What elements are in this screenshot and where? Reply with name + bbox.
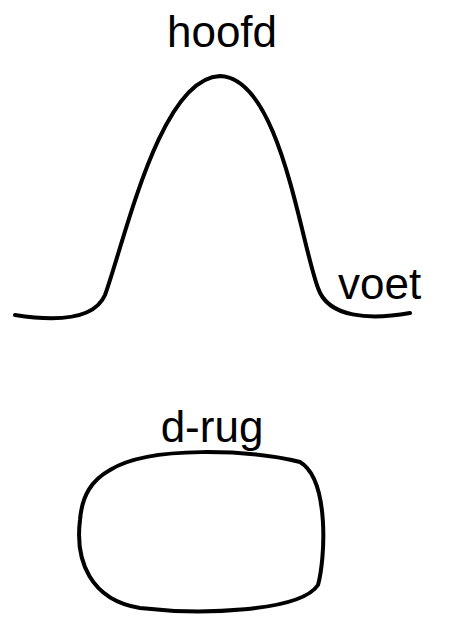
blob-outline: [79, 452, 323, 611]
shape-label: d-rug: [161, 405, 264, 449]
top-label: hoofd: [167, 10, 277, 54]
end-label: voet: [338, 262, 421, 306]
